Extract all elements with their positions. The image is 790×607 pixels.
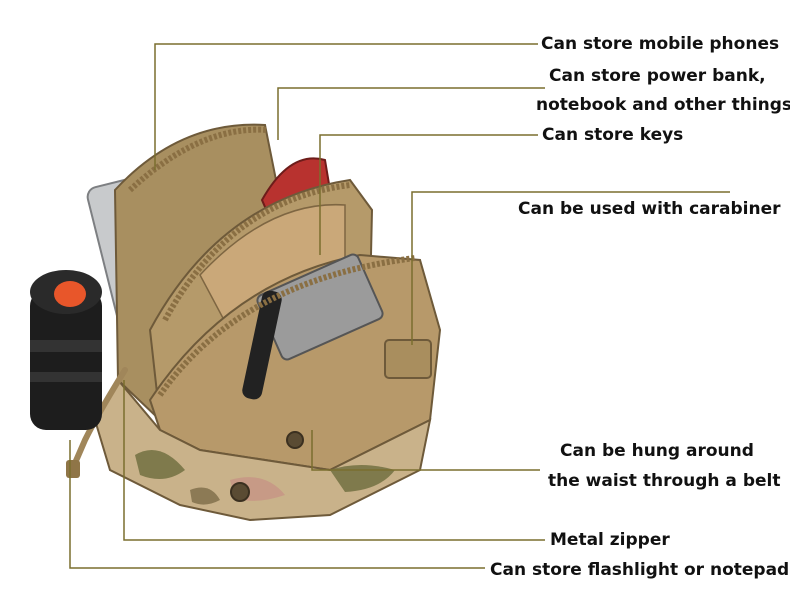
- snap-button-1: [230, 482, 250, 502]
- zipper-front: [157, 255, 416, 397]
- leader-flashlight: [69, 440, 485, 569]
- flashlight: [30, 270, 102, 430]
- leader-phones: [154, 43, 538, 170]
- tactical-pouch: [66, 123, 442, 522]
- leader-carabiner: [411, 191, 730, 345]
- label-flashlight: Can store flashlight or notepad: [490, 560, 790, 580]
- zipper-back: [127, 126, 269, 193]
- leader-keys: [319, 134, 538, 255]
- label-power-bank-line1: Can store power bank,: [549, 66, 766, 86]
- flashlight-button: [54, 281, 86, 307]
- label-belt-line1: Can be hung around: [560, 441, 754, 461]
- snap-button-2: [286, 431, 304, 449]
- pen: [242, 290, 282, 400]
- carabiner-loop: [384, 339, 432, 379]
- label-power-bank-line2: notebook and other things: [536, 95, 790, 115]
- label-carabiner: Can be used with carabiner: [518, 199, 781, 219]
- leader-power: [277, 87, 545, 140]
- label-belt-line2: the waist through a belt: [548, 471, 781, 491]
- leader-lines: [69, 43, 730, 569]
- label-metal-zipper: Metal zipper: [550, 530, 670, 550]
- label-mobile-phones: Can store mobile phones: [541, 34, 780, 54]
- leader-zipper: [123, 380, 545, 541]
- leader-belt: [311, 430, 540, 471]
- label-keys: Can store keys: [542, 125, 684, 145]
